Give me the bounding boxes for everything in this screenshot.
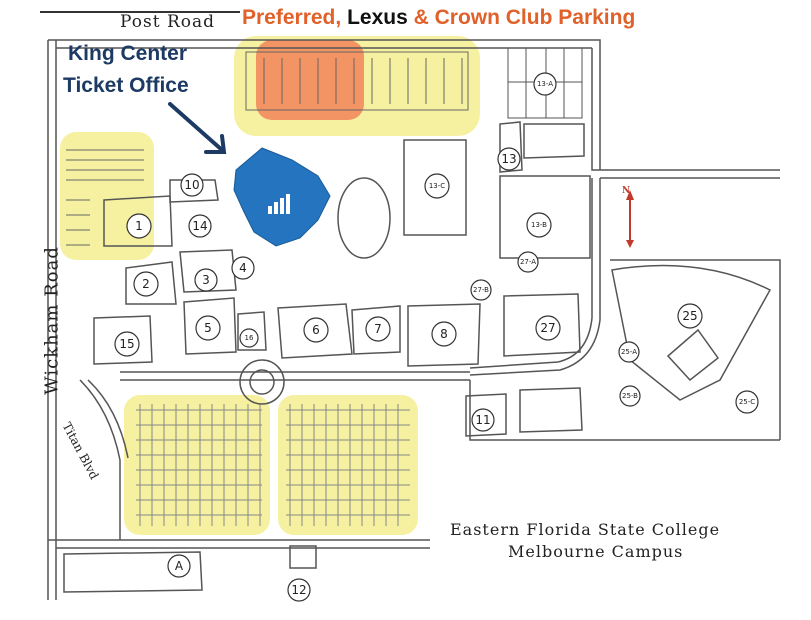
ticket-office-label-line2: Ticket Office — [63, 74, 189, 97]
ticket-office-label-line1: King Center — [68, 42, 188, 65]
building-outlines — [63, 121, 585, 593]
headline-lexus: Lexus — [347, 6, 408, 29]
campus-subtitle: Melbourne Campus — [508, 542, 684, 561]
south-parking-highlight-east[interactable] — [278, 395, 418, 535]
building-label-25-b[interactable]: 25-B — [622, 392, 638, 400]
headline-crown-club: & Crown Club Parking — [407, 6, 636, 29]
building-label-13-c[interactable]: 13-C — [428, 182, 446, 190]
ticket-office-arrow-icon — [168, 102, 227, 154]
building-label-10[interactable]: 10 — [184, 178, 200, 192]
building-label-5[interactable]: 5 — [204, 321, 212, 335]
building-label-7[interactable]: 7 — [374, 322, 382, 336]
building-label-6[interactable]: 6 — [312, 323, 320, 337]
building-label-13-b[interactable]: 13-B — [531, 221, 547, 229]
building-label-12[interactable]: 12 — [291, 583, 307, 597]
building-label-3[interactable]: 3 — [202, 273, 210, 287]
building-label-25[interactable]: 25 — [682, 309, 698, 323]
building-label-2[interactable]: 2 — [142, 277, 150, 291]
post-road-label: Post Road — [120, 12, 215, 32]
building-label-27-a[interactable]: 27-A — [519, 258, 537, 266]
headline-preferred: Preferred, — [242, 6, 348, 29]
roads — [47, 39, 781, 600]
pond — [337, 177, 391, 259]
building-label-a[interactable]: A — [174, 559, 184, 573]
north-arrow-icon — [626, 190, 634, 248]
building-label-25-a[interactable]: 25-A — [620, 348, 638, 356]
field-13-c[interactable] — [403, 139, 467, 236]
preferred-parking-highlight-orange[interactable] — [256, 40, 364, 120]
north-label: N — [622, 186, 631, 196]
building-label-27-b[interactable]: 27-B — [473, 286, 489, 294]
west-parking-highlight[interactable] — [60, 132, 154, 260]
building-label-14[interactable]: 14 — [192, 219, 208, 233]
preferred-parking-headline: Preferred, Lexus & Crown Club Parking — [242, 6, 635, 30]
building-markers — [114, 72, 759, 602]
building-label-16[interactable]: 16 — [244, 334, 254, 342]
building-label-27[interactable]: 27 — [540, 321, 556, 335]
south-parking-stalls — [136, 404, 410, 526]
roundabout — [239, 359, 285, 405]
building-label-4[interactable]: 4 — [239, 261, 247, 275]
building-label-11[interactable]: 11 — [475, 413, 491, 427]
campus-title: Eastern Florida State College — [450, 520, 721, 539]
building-label-25-c[interactable]: 25-C — [738, 398, 756, 406]
king-center-logo-icon — [268, 194, 290, 214]
building-label-8[interactable]: 8 — [440, 327, 448, 341]
baseball-field-25[interactable] — [611, 264, 772, 401]
king-center-building[interactable] — [233, 147, 331, 247]
north-parking-stalls — [245, 51, 469, 111]
west-parking-stalls — [66, 149, 144, 246]
building-label-1[interactable]: 1 — [135, 219, 143, 233]
building-label-13[interactable]: 13 — [501, 152, 517, 166]
building-label-15[interactable]: 15 — [119, 337, 135, 351]
wickham-road-label: Wickham Road — [41, 246, 63, 395]
building-label-13-a[interactable]: 13-A — [536, 80, 554, 88]
field-13-b[interactable] — [499, 175, 591, 259]
